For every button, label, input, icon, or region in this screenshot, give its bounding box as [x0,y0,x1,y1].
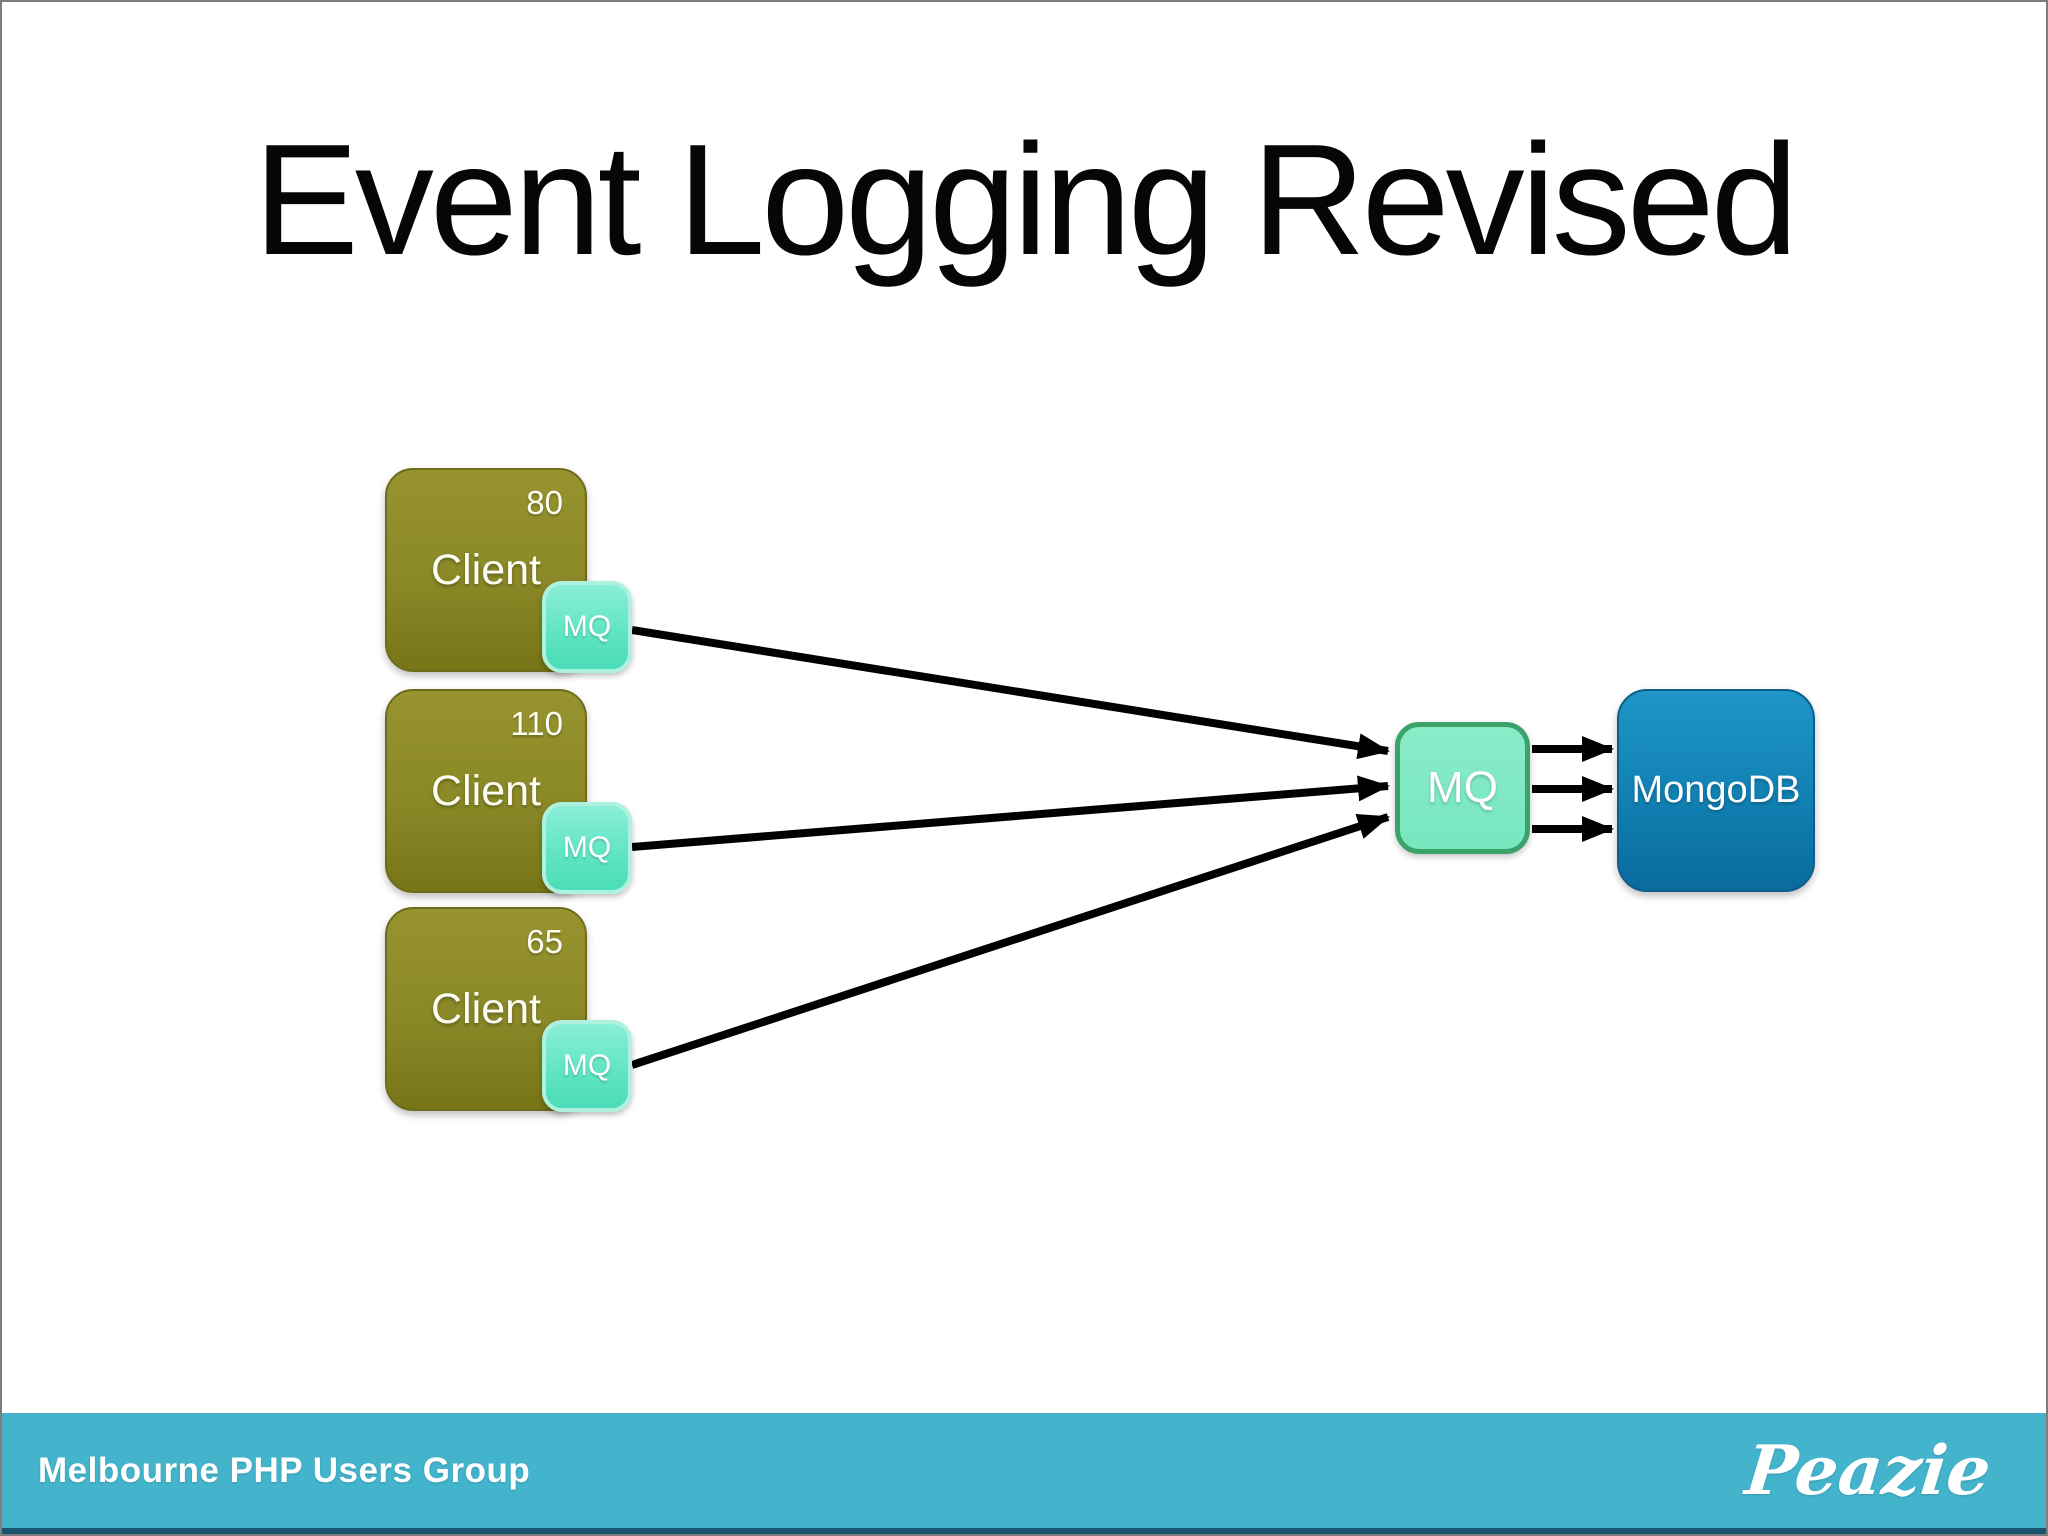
client-box-1: 80 Client MQ [385,468,632,673]
arrow-client1-to-mq [631,626,1390,760]
client-2-label: Client [431,766,541,815]
client-3-mq-chip: MQ [542,1020,632,1112]
arrow-client2-to-mq [631,775,1390,851]
footer-bar: Melbourne PHP Users Group Peazie [2,1413,2046,1534]
client-3-count: 65 [526,923,563,960]
central-mq-box: MQ [1395,722,1530,854]
mongodb-box: MongoDB [1617,689,1815,892]
client-box-2: 110 Client MQ [385,689,632,894]
peazie-logo: Peazie [1741,1430,1995,1511]
client-1-label: Client [431,545,541,594]
client-2-count: 110 [510,705,563,742]
client-1-count: 80 [526,484,563,521]
slide-title: Event Logging Revised [253,112,1799,288]
arrow-client3-to-mq [630,813,1390,1069]
client-2-mq-chip: MQ [542,802,632,894]
footer-group-name: Melbourne PHP Users Group [38,1450,531,1490]
client-box-3: 65 Client MQ [385,907,632,1112]
client-1-mq-chip: MQ [542,581,632,673]
client-3-label: Client [431,984,541,1033]
